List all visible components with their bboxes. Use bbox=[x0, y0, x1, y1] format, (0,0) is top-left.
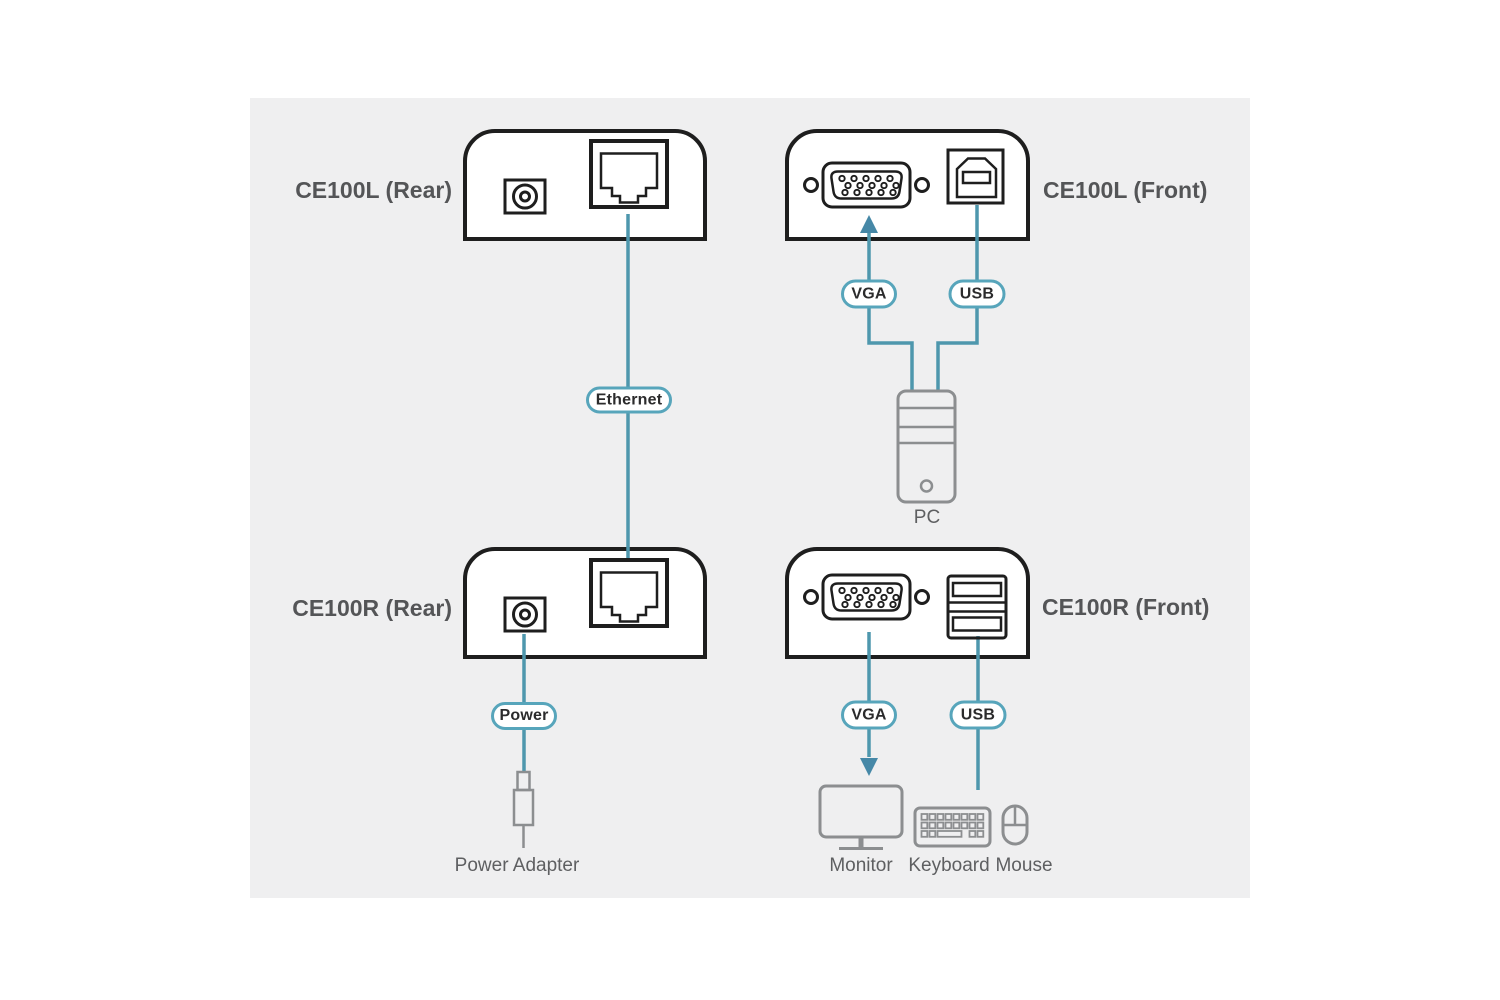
cable-label-usb-top: USB bbox=[948, 279, 1006, 309]
ethernet-port-icon bbox=[589, 558, 669, 628]
power-plug-icon bbox=[512, 770, 535, 848]
vga-arrow-up-icon bbox=[860, 215, 878, 233]
vga-cable-top bbox=[867, 232, 914, 391]
usb-a-ports-icon bbox=[946, 574, 1008, 640]
keyboard-label: Keyboard bbox=[908, 855, 990, 876]
usb-cable-top bbox=[936, 205, 979, 391]
cable-label-power: Power bbox=[491, 702, 557, 730]
monitor-label: Monitor bbox=[829, 855, 893, 876]
dc-power-jack-icon bbox=[503, 178, 547, 215]
vga-port-icon bbox=[803, 161, 930, 209]
ethernet-port-icon bbox=[589, 139, 669, 209]
mouse-label: Mouse bbox=[995, 855, 1053, 876]
vga-port-icon bbox=[803, 573, 930, 621]
usb-b-port-icon bbox=[946, 148, 1005, 205]
device-label-ce100l-rear: CE100L (Rear) bbox=[295, 177, 452, 203]
vga-arrow-down-icon bbox=[860, 758, 878, 776]
mouse-icon bbox=[1001, 804, 1029, 846]
cable-label-usb-bottom: USB bbox=[949, 700, 1007, 730]
diagram-background bbox=[250, 98, 1250, 898]
device-label-ce100r-front: CE100R (Front) bbox=[1042, 594, 1210, 620]
cable-label-vga-bottom: VGA bbox=[841, 700, 897, 730]
cable-label-vga-top: VGA bbox=[841, 279, 897, 309]
power-adapter-label: Power Adapter bbox=[454, 855, 580, 876]
pc-label: PC bbox=[913, 507, 941, 528]
pc-tower-icon bbox=[896, 389, 957, 504]
dc-power-jack-icon bbox=[503, 596, 547, 633]
device-label-ce100l-front: CE100L (Front) bbox=[1043, 177, 1208, 203]
cable-label-ethernet: Ethernet bbox=[586, 386, 672, 414]
device-label-ce100r-rear: CE100R (Rear) bbox=[292, 595, 452, 621]
monitor-icon bbox=[818, 784, 904, 850]
keyboard-icon bbox=[913, 806, 992, 848]
